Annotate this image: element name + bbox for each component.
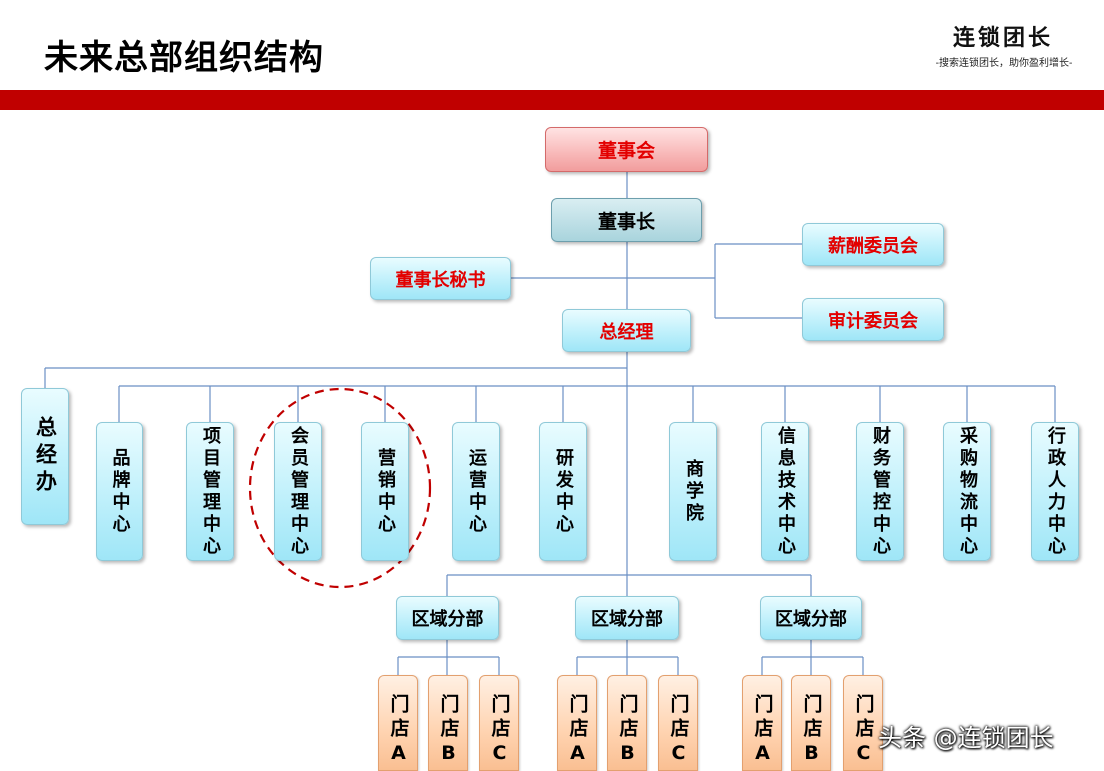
dept-box-project: 项目管理中心 — [186, 422, 234, 561]
board-label: 董事会 — [597, 140, 655, 162]
dept-box-business-school: 商学院 — [669, 422, 717, 561]
store-label: 门店B — [800, 694, 823, 769]
store-label: 门店C — [852, 694, 875, 769]
compensation-committee-label: 薪酬委员会 — [828, 235, 918, 257]
dept-box-operations: 运营中心 — [452, 422, 500, 561]
dept-label: 行政人力中心 — [1045, 425, 1066, 558]
dept-label: 运营中心 — [466, 447, 487, 536]
store-box: 门店C — [658, 675, 698, 771]
general-manager-box: 总经理 — [562, 309, 691, 352]
chairman-label: 董事长 — [597, 210, 655, 233]
dept-label: 研发中心 — [553, 447, 574, 536]
dept-box-procurement: 采购物流中心 — [943, 422, 991, 561]
region-label: 区域分部 — [775, 609, 847, 630]
store-box: 门店A — [742, 675, 782, 771]
dept-label: 信息技术中心 — [775, 425, 796, 558]
dept-label: 品牌中心 — [109, 447, 131, 536]
store-box: 门店B — [607, 675, 647, 771]
region-label: 区域分部 — [591, 609, 663, 630]
region-label: 区域分部 — [411, 609, 484, 630]
brand-slogan: -搜索连锁团长，助你盈利增长- — [935, 58, 1073, 69]
dept-label: 会员管理中心 — [288, 425, 309, 558]
region-box: 区域分部 — [760, 596, 862, 640]
gm-office-box: 总经办 — [21, 388, 69, 525]
dept-box-brand: 品牌中心 — [96, 422, 143, 561]
chairman-box: 董事长 — [551, 198, 702, 242]
dept-label: 商学院 — [683, 458, 704, 525]
dept-box-rnd: 研发中心 — [539, 422, 587, 561]
store-label: 门店A — [751, 694, 774, 769]
secretary-label: 董事长秘书 — [395, 269, 486, 291]
store-label: 门店B — [437, 694, 460, 769]
secretary-box: 董事长秘书 — [370, 257, 511, 300]
dept-box-marketing: 营销中心 — [361, 422, 409, 561]
brand-logo-name: 连锁团长 — [952, 25, 1053, 51]
store-box: 门店A — [378, 675, 418, 771]
general-manager-label: 总经理 — [599, 321, 654, 343]
store-box: 门店B — [791, 675, 831, 771]
dept-box-member: 会员管理中心 — [274, 422, 322, 561]
store-box: 门店C — [479, 675, 519, 771]
page-title: 未来总部组织结构 — [44, 38, 324, 78]
store-label: 门店B — [616, 694, 639, 769]
region-box: 区域分部 — [396, 596, 499, 640]
board-of-directors-box: 董事会 — [545, 127, 708, 172]
store-label: 门店A — [387, 694, 410, 769]
store-label: 门店C — [488, 694, 511, 769]
compensation-committee-box: 薪酬委员会 — [802, 223, 944, 266]
store-label: 门店A — [566, 694, 589, 769]
audit-committee-box: 审计委员会 — [802, 298, 944, 341]
store-box: 门店B — [428, 675, 468, 771]
dept-label: 财务管控中心 — [870, 425, 891, 558]
highlight-dashed-circle — [248, 387, 432, 589]
dept-label: 采购物流中心 — [957, 425, 978, 558]
store-label: 门店C — [667, 694, 690, 769]
dept-box-it: 信息技术中心 — [761, 422, 809, 561]
watermark: 头条 @连锁团长 — [878, 724, 1054, 752]
dept-box-admin-hr: 行政人力中心 — [1031, 422, 1079, 561]
dept-label: 营销中心 — [375, 447, 396, 536]
store-box: 门店A — [557, 675, 597, 771]
audit-committee-label: 审计委员会 — [828, 310, 918, 332]
gm-office-label: 总经办 — [33, 416, 58, 497]
region-box: 区域分部 — [575, 596, 679, 640]
store-box: 门店C — [843, 675, 883, 771]
dept-label: 项目管理中心 — [200, 425, 221, 558]
dept-box-finance: 财务管控中心 — [856, 422, 904, 561]
header-red-bar — [0, 90, 1104, 110]
